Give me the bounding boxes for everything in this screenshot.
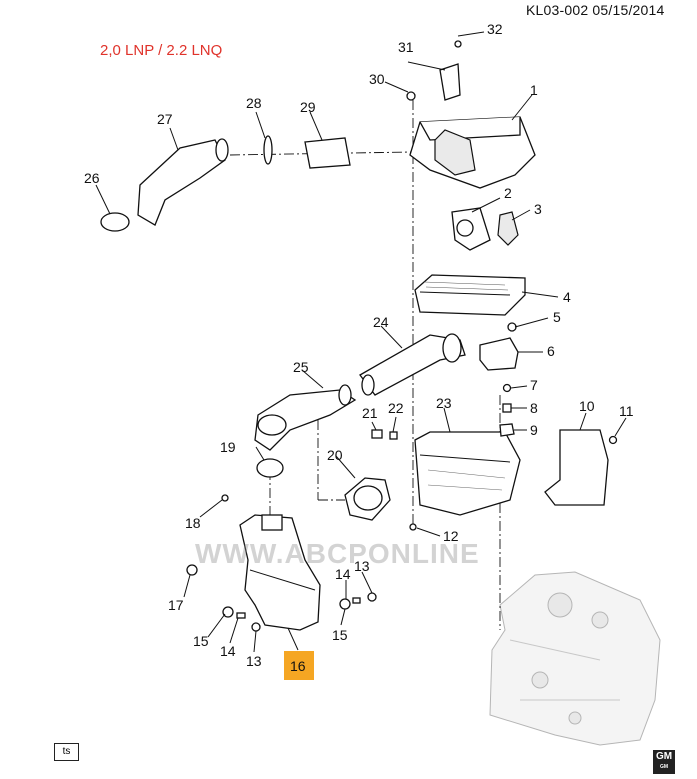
fastener-22 — [389, 431, 398, 440]
callout-6[interactable]: 6 — [547, 343, 555, 359]
ts-badge: ts — [54, 743, 79, 761]
callout-1[interactable]: 1 — [530, 82, 538, 98]
gm-logo: GM GM — [653, 750, 675, 774]
fastener-18 — [221, 494, 229, 502]
callout-13-right[interactable]: 13 — [354, 558, 370, 574]
callout-8[interactable]: 8 — [530, 400, 538, 416]
callout-18[interactable]: 18 — [185, 515, 201, 531]
fastener-21 — [371, 429, 383, 439]
resonator-fasteners — [222, 592, 377, 632]
callout-12[interactable]: 12 — [443, 528, 459, 544]
callout-10[interactable]: 10 — [579, 398, 595, 414]
outlet-bracket — [451, 207, 519, 251]
callout-2[interactable]: 2 — [504, 185, 512, 201]
callout-15-left[interactable]: 15 — [193, 633, 209, 649]
fastener-12 — [409, 523, 417, 531]
callout-15-right[interactable]: 15 — [332, 627, 348, 643]
callout-3[interactable]: 3 — [534, 201, 542, 217]
callout-21[interactable]: 21 — [362, 405, 378, 421]
callout-27[interactable]: 27 — [157, 111, 173, 127]
callout-7[interactable]: 7 — [530, 377, 538, 393]
callout-17[interactable]: 17 — [168, 597, 184, 613]
callout-13-left[interactable]: 13 — [246, 653, 262, 669]
resonator-box — [239, 514, 321, 631]
callout-16[interactable]: 16 — [290, 658, 306, 674]
callout-14-right[interactable]: 14 — [335, 566, 351, 582]
callout-29[interactable]: 29 — [300, 99, 316, 115]
air-duct-upper — [359, 333, 466, 396]
grommet-17 — [186, 564, 198, 576]
callout-19[interactable]: 19 — [220, 439, 236, 455]
callout-11[interactable]: 11 — [619, 403, 634, 419]
mass-airflow-sensor — [406, 40, 462, 101]
gm-logo-subtext: GM — [659, 764, 669, 770]
air-duct-lower — [254, 384, 357, 451]
callout-5[interactable]: 5 — [553, 309, 561, 325]
callout-4[interactable]: 4 — [563, 289, 571, 305]
callout-23[interactable]: 23 — [436, 395, 452, 411]
air-cleaner-housing — [414, 431, 521, 516]
callout-22[interactable]: 22 — [388, 400, 404, 416]
grommet — [256, 458, 284, 478]
callout-32[interactable]: 32 — [487, 21, 503, 37]
intake-hose-assembly — [100, 135, 351, 232]
callout-30[interactable]: 30 — [369, 71, 385, 87]
diagram-code: KL03-002 05/15/2014 — [526, 2, 665, 18]
bracket-10 — [544, 429, 618, 506]
watermark: WWW.ABCPONLINE — [195, 538, 480, 569]
air-filter-element — [414, 274, 526, 316]
air-cleaner-cover — [409, 116, 536, 189]
callout-28[interactable]: 28 — [246, 95, 262, 111]
callout-20[interactable]: 20 — [327, 447, 343, 463]
engine-label: 2,0 LNP / 2.2 LNQ — [100, 42, 223, 59]
air-duct-seal — [344, 477, 391, 521]
callout-24[interactable]: 24 — [373, 314, 389, 330]
callout-9[interactable]: 9 — [530, 422, 538, 438]
callout-25[interactable]: 25 — [293, 359, 309, 375]
resonator-clamp — [479, 322, 519, 371]
callout-31[interactable]: 31 — [398, 39, 414, 55]
callout-14-left[interactable]: 14 — [220, 643, 236, 659]
callout-26[interactable]: 26 — [84, 170, 100, 186]
gm-logo-text: GM — [655, 751, 673, 762]
callout-numbers: 1 2 3 4 5 6 7 8 9 10 11 12 13 13 14 14 1… — [84, 21, 634, 674]
bolt-stack — [499, 383, 515, 437]
highlight-box — [284, 651, 314, 680]
engine-block — [489, 571, 661, 746]
leader-lines — [95, 31, 627, 653]
